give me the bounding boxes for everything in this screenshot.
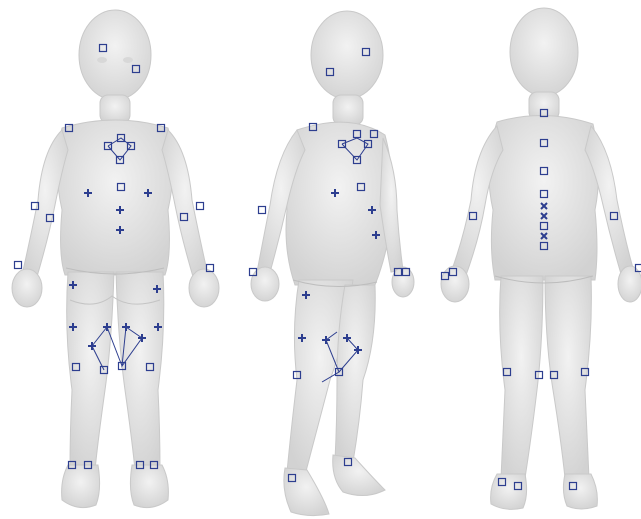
front-square-marker-17 (15, 262, 22, 269)
back-body-figure (425, 0, 641, 519)
side-body-figure (225, 0, 425, 519)
front-torso (57, 120, 173, 275)
front-head (79, 10, 151, 100)
back-left-leg (500, 276, 543, 478)
front-view (0, 0, 225, 519)
side-right-leg (335, 285, 375, 462)
side-view (225, 0, 425, 519)
front-square-marker-16 (197, 203, 204, 210)
back-head (510, 8, 578, 96)
back-view (425, 0, 641, 519)
side-head (311, 11, 383, 99)
side-square-marker-12 (259, 207, 266, 214)
back-right-leg (545, 276, 591, 478)
front-body-figure (0, 0, 225, 519)
